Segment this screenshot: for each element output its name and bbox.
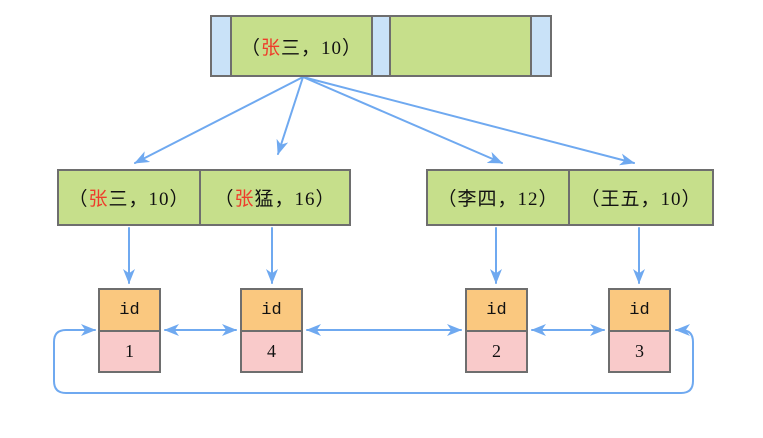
id-value: 1: [100, 332, 159, 371]
root-to-leaf1-arrow: [134, 76, 304, 164]
leaf-cell-zhangsan: （张三，10）: [59, 171, 201, 224]
id-node-4: id 4: [240, 288, 303, 373]
id-node-1: id 1: [98, 288, 161, 373]
id-node-3: id 3: [608, 288, 671, 373]
root-to-leaf3-arrow: [302, 76, 503, 164]
label-text: （: [437, 189, 458, 210]
id-value: 4: [242, 332, 301, 371]
label-text: 王五，10）: [600, 189, 702, 210]
root-key-cell: （张三，10）: [231, 17, 374, 75]
leaf-cell-zhangmeng: （张猛，16）: [201, 171, 349, 224]
id-header: id: [467, 290, 526, 332]
leaf-cell-lisi: （李四，12）: [428, 171, 570, 224]
root-pointer-strip-left: [212, 17, 232, 75]
label-text-red: 张: [260, 37, 281, 59]
circular-link-arrow: [53, 324, 694, 394]
label-text: 李四，12）: [457, 189, 559, 210]
label-text-red: 张: [88, 189, 109, 210]
root-empty-cell: [390, 17, 533, 75]
id-value: 2: [467, 332, 526, 371]
label-text: 猛，16）: [254, 189, 336, 210]
root-to-leaf2-arrow: [276, 76, 304, 155]
label-text: 三，10）: [108, 189, 190, 210]
leaf-cell-wangwu: （王五，10）: [570, 171, 712, 224]
root-pointer-strip-right: [532, 17, 550, 75]
label-text: （: [214, 189, 235, 210]
label-text: （: [68, 189, 89, 210]
id-header: id: [242, 290, 301, 332]
label-text-red: 张: [234, 189, 255, 210]
label-text: （: [240, 37, 261, 59]
leaf-page-right: （李四，12） （王五，10）: [426, 169, 714, 226]
id-header: id: [610, 290, 669, 332]
id-value: 3: [610, 332, 669, 371]
id-header: id: [100, 290, 159, 332]
leaf-page-left: （张三，10） （张猛，16）: [57, 169, 351, 226]
root-to-leaf4-arrow: [302, 76, 635, 166]
id-node-2: id 2: [465, 288, 528, 373]
label-text: （: [580, 189, 601, 210]
label-text: 三，10）: [280, 37, 362, 59]
root-pointer-strip-middle: [373, 17, 391, 75]
root-node: （张三，10）: [210, 15, 552, 77]
